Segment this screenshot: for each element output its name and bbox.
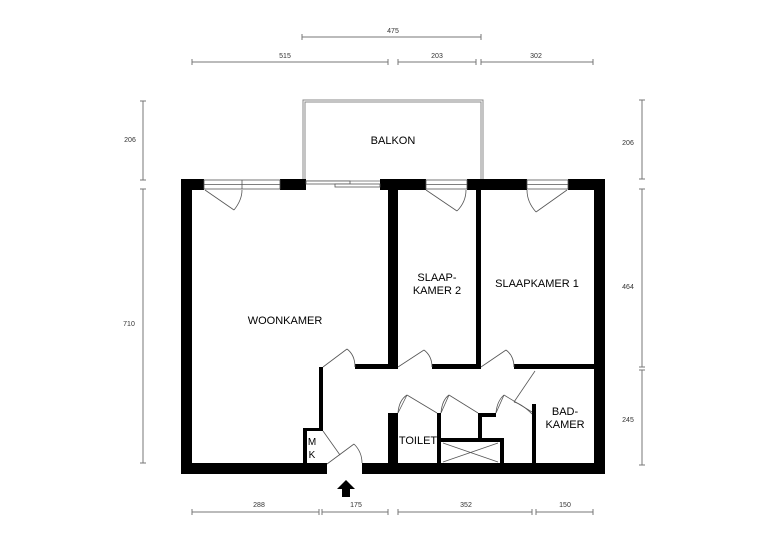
- dim-left-1: 206: [124, 137, 136, 144]
- room-label-slaapkamer1: SLAAPKAMER 1: [495, 278, 579, 290]
- door-swings: [204, 189, 568, 465]
- dim-right-3: 245: [622, 417, 634, 424]
- dim-top-overall: 475: [387, 28, 399, 35]
- room-label-slaapkamer2-line1: SLAAP-: [417, 272, 456, 284]
- dim-top-1: 515: [279, 53, 291, 60]
- room-label-balkon: BALKON: [371, 135, 416, 147]
- dim-bottom-3: 352: [460, 502, 472, 509]
- dim-bottom-4: 150: [559, 502, 571, 509]
- room-label-badkamer-line1: BAD-: [552, 406, 579, 418]
- dim-right-2: 464: [622, 284, 634, 291]
- dim-bottom-2: 175: [350, 502, 362, 509]
- room-label-woonkamer: WOONKAMER: [248, 315, 323, 327]
- interior-walls: [303, 179, 594, 466]
- dim-bottom-1: 288: [253, 502, 265, 509]
- dim-right-1: 206: [622, 140, 634, 147]
- sliding-door: [305, 180, 381, 188]
- room-label-mk-line1: M: [308, 437, 316, 448]
- dimension-lines: [140, 34, 645, 515]
- entrance-arrow-icon: [337, 480, 355, 497]
- dim-top-2: 203: [431, 53, 443, 60]
- room-label-badkamer-line2: KAMER: [545, 419, 584, 431]
- dim-top-3: 302: [530, 53, 542, 60]
- windows: [203, 179, 569, 190]
- room-label-toilet: TOILET: [399, 435, 438, 447]
- room-label-mk-line2: K: [309, 450, 316, 461]
- outer-walls: [181, 179, 605, 474]
- shaft-cross: [442, 442, 499, 463]
- room-label-slaapkamer2-line2: KAMER 2: [413, 285, 461, 297]
- dim-left-2: 710: [123, 321, 135, 328]
